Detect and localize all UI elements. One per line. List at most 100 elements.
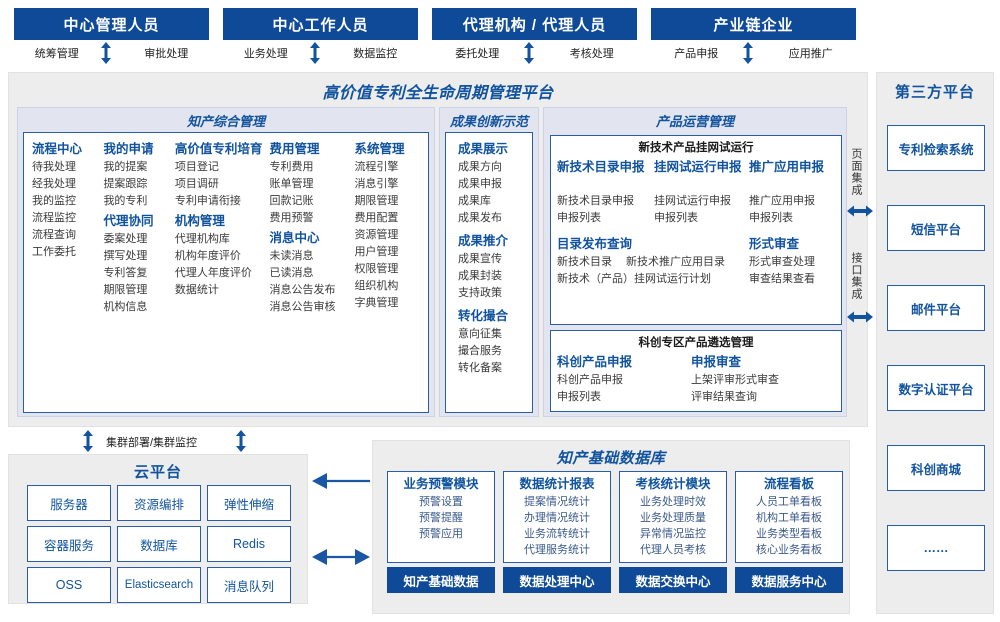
group-item[interactable]: 代理机构库 [174, 233, 230, 245]
third-party-item-digital-cert[interactable]: 数字认证平台 [887, 365, 985, 411]
cloud-cell-server[interactable]: 服务器 [27, 485, 111, 521]
group-item[interactable]: 专利答复 [103, 267, 148, 279]
group-item[interactable]: 项目登记 [174, 161, 219, 173]
third-party-item-more[interactable]: …… [887, 525, 985, 571]
group-item[interactable]: 新技术推广应用目录 [626, 256, 725, 268]
group-item[interactable]: 提案跟踪 [103, 178, 148, 190]
group-item[interactable]: 期限管理 [354, 195, 399, 207]
group-item[interactable]: 经我处理 [32, 178, 76, 190]
db-column-item[interactable]: 预警设置 [419, 496, 463, 508]
cloud-cell-container-service[interactable]: 容器服务 [27, 526, 111, 562]
group-item[interactable]: 成果库 [458, 195, 491, 207]
db-column-item[interactable]: 提案情况统计 [524, 496, 590, 508]
group-item[interactable]: 回款记账 [269, 195, 314, 207]
group-item[interactable]: 项目调研 [174, 178, 219, 190]
group-item[interactable]: 新技术目录 [557, 256, 612, 268]
db-column-footer[interactable]: 数据处理中心 [503, 567, 611, 593]
group-item[interactable]: 工作委托 [32, 246, 76, 258]
group-item[interactable]: 科创产品申报 [557, 374, 623, 386]
group-item[interactable]: 流程引擎 [354, 161, 399, 173]
db-column-item[interactable]: 核心业务看板 [756, 544, 822, 556]
group-item[interactable]: 专利费用 [269, 161, 314, 173]
group-item[interactable]: 费用预警 [269, 212, 314, 224]
db-column-item[interactable]: 业务处理时效 [640, 496, 706, 508]
db-column-item[interactable]: 代理服务统计 [524, 544, 590, 556]
group-item[interactable]: 委案处理 [103, 233, 148, 245]
group-item[interactable]: 申报列表 [654, 212, 698, 224]
group-item[interactable]: 组织机构 [354, 280, 399, 292]
group-item[interactable]: 待我处理 [32, 161, 76, 173]
group-item[interactable]: 我的专利 [103, 195, 148, 207]
db-column-item[interactable]: 机构工单看板 [756, 512, 822, 524]
group-item[interactable]: 形式审查处理 [749, 256, 815, 268]
group-item[interactable]: 流程查询 [32, 229, 76, 241]
group-item[interactable]: 成果封装 [458, 270, 502, 282]
db-column-item[interactable]: 异常情况监控 [640, 528, 706, 540]
group-item[interactable]: 评审结果查询 [691, 391, 757, 403]
third-party-item-sms[interactable]: 短信平台 [887, 205, 985, 251]
cloud-cell-oss[interactable]: OSS [27, 567, 111, 603]
group-item[interactable]: 账单管理 [269, 178, 314, 190]
db-column-item[interactable]: 业务流转统计 [524, 528, 590, 540]
cloud-cell-message-queue[interactable]: 消息队列 [207, 567, 291, 603]
third-party-item-email[interactable]: 邮件平台 [887, 285, 985, 331]
group-item[interactable]: 上架评审形式审查 [691, 374, 779, 386]
cloud-cell-elastic-scaling[interactable]: 弹性伸缩 [207, 485, 291, 521]
group-item[interactable]: 成果发布 [458, 212, 502, 224]
group-item[interactable]: 申报列表 [749, 212, 793, 224]
role-box-1[interactable]: 中心工作人员 [223, 8, 418, 40]
group-item[interactable]: 专利申请衔接 [174, 195, 241, 207]
db-column-footer[interactable]: 数据交换中心 [619, 567, 727, 593]
group-item[interactable]: 资源管理 [354, 229, 399, 241]
group-item[interactable]: 消息公告发布 [269, 284, 336, 296]
role-box-3[interactable]: 产业链企业 [651, 8, 856, 40]
group-item[interactable]: 权限管理 [354, 263, 399, 275]
group-item[interactable]: 撰写处理 [103, 250, 148, 262]
cloud-cell-elasticsearch[interactable]: Elasticsearch [117, 567, 201, 603]
group-item[interactable]: 成果宣传 [458, 253, 502, 265]
group-item[interactable]: 费用配置 [354, 212, 399, 224]
db-column-item[interactable]: 预警应用 [419, 528, 463, 540]
db-column-item[interactable]: 人员工单看板 [756, 496, 822, 508]
group-item[interactable]: 成果方向 [458, 161, 502, 173]
db-column-item[interactable]: 业务类型看板 [756, 528, 822, 540]
group-item[interactable]: 机构年度评价 [174, 250, 241, 262]
third-party-item-patent-search[interactable]: 专利检索系统 [887, 125, 985, 171]
db-column-footer[interactable]: 知产基础数据 [387, 567, 495, 593]
group-item[interactable]: 支持政策 [458, 287, 502, 299]
group-item[interactable]: 机构信息 [103, 301, 148, 313]
group-item[interactable]: 申报列表 [557, 391, 601, 403]
group-item[interactable]: 消息公告审核 [269, 301, 336, 313]
db-column-item[interactable]: 预警提醒 [419, 512, 463, 524]
group-item[interactable]: 审查结果查看 [749, 273, 815, 285]
group-item[interactable]: 申报列表 [557, 212, 601, 224]
group-item[interactable]: 意向征集 [458, 328, 502, 340]
group-item[interactable]: 用户管理 [354, 246, 399, 258]
db-column-item[interactable]: 业务处理质量 [640, 512, 706, 524]
group-item[interactable]: 转化备案 [458, 362, 502, 374]
cloud-cell-database[interactable]: 数据库 [117, 526, 201, 562]
group-item[interactable]: 成果申报 [458, 178, 502, 190]
group-item[interactable]: 未读消息 [269, 250, 314, 262]
group-item[interactable]: 流程监控 [32, 212, 76, 224]
group-item[interactable]: 推广应用申报 [749, 195, 815, 207]
group-item[interactable]: 撮合服务 [458, 345, 502, 357]
group-item[interactable]: 我的提案 [103, 161, 148, 173]
role-box-0[interactable]: 中心管理人员 [14, 8, 209, 40]
role-box-2[interactable]: 代理机构 / 代理人员 [432, 8, 637, 40]
group-item[interactable]: 新技术（产品）挂网试运行计划 [557, 273, 711, 285]
group-item[interactable]: 期限管理 [103, 284, 148, 296]
group-item[interactable]: 新技术目录申报 [557, 195, 634, 207]
group-item[interactable]: 我的监控 [32, 195, 76, 207]
db-column-item[interactable]: 办理情况统计 [524, 512, 590, 524]
third-party-item-innovation-mall[interactable]: 科创商城 [887, 445, 985, 491]
db-column-item[interactable]: 代理人员考核 [640, 544, 706, 556]
group-item[interactable]: 代理人年度评价 [174, 267, 252, 279]
group-item[interactable]: 数据统计 [174, 284, 219, 296]
group-item[interactable]: 消息引擎 [354, 178, 399, 190]
group-item[interactable]: 字典管理 [354, 297, 399, 309]
group-item[interactable]: 已读消息 [269, 267, 314, 279]
cloud-cell-redis[interactable]: Redis [207, 526, 291, 562]
db-column-footer[interactable]: 数据服务中心 [735, 567, 843, 593]
group-item[interactable]: 挂网试运行申报 [654, 195, 731, 207]
